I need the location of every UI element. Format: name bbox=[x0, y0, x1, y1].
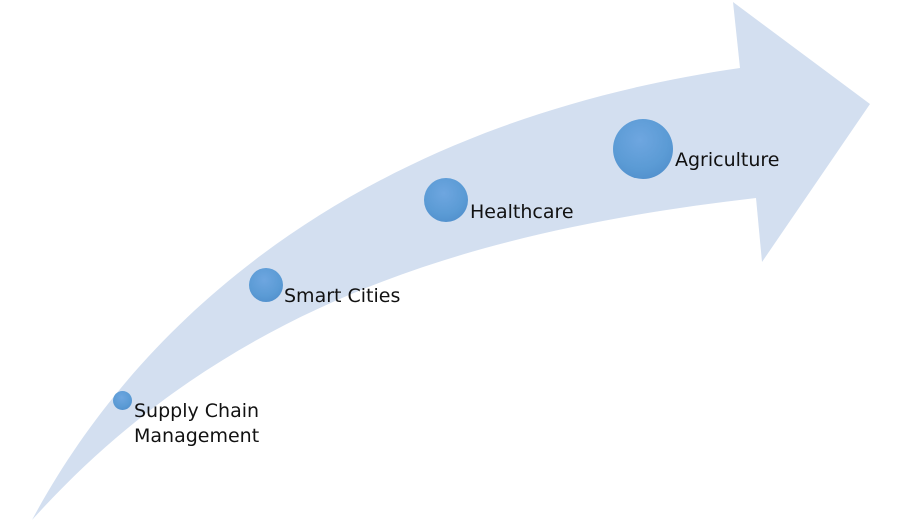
stage-node-supply-chain bbox=[113, 391, 132, 410]
stage-label-smart-cities: Smart Cities bbox=[284, 285, 401, 307]
stage-node-agriculture bbox=[613, 119, 673, 179]
stage-node-healthcare bbox=[424, 178, 468, 222]
stage-label-healthcare: Healthcare bbox=[470, 201, 574, 223]
stage-label-agriculture: Agriculture bbox=[675, 149, 780, 171]
stage-label-supply-chain: Supply Chain Management bbox=[134, 400, 260, 447]
stage-node-smart-cities bbox=[249, 268, 283, 302]
